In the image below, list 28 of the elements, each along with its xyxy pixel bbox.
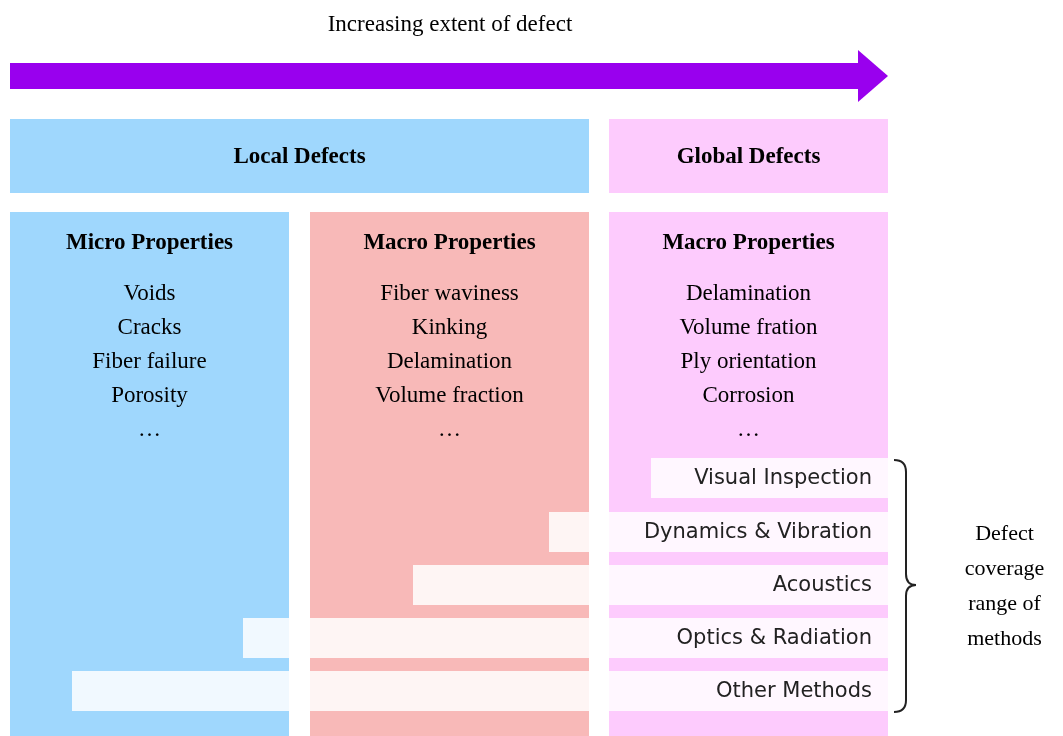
property-item: Fiber failure — [92, 347, 207, 375]
property-item: Cracks — [117, 313, 182, 341]
property-item: … — [138, 415, 161, 443]
category-header: Local Defects — [10, 119, 589, 193]
column-heading: Macro Properties — [662, 228, 835, 256]
property-column — [10, 212, 289, 736]
property-item: Kinking — [411, 313, 488, 341]
category-header: Global Defects — [609, 119, 888, 193]
property-item: Volume fraction — [375, 381, 524, 409]
column-heading: Micro Properties — [65, 228, 234, 256]
column-heading: Macro Properties — [363, 228, 536, 256]
arrow-caption: Increasing extent of defect — [326, 10, 574, 38]
property-item: … — [737, 415, 760, 443]
property-item: Voids — [123, 279, 176, 307]
property-item: … — [438, 415, 461, 443]
method-bar: Optics & Radiation — [243, 618, 888, 658]
property-item: Ply orientation — [680, 347, 817, 375]
method-bar: Dynamics & Vibration — [549, 512, 888, 552]
method-bar: Visual Inspection — [651, 458, 888, 498]
property-item: Delamination — [685, 279, 812, 307]
property-item: Fiber waviness — [380, 279, 519, 307]
bracket-note: Defect coverage range of methods — [946, 515, 1063, 655]
method-bar: Other Methods — [72, 671, 888, 711]
method-bar: Acoustics — [413, 565, 888, 605]
property-item: Delamination — [386, 347, 513, 375]
property-item: Volume fration — [679, 313, 818, 341]
property-item: Corrosion — [702, 381, 795, 409]
property-item: Porosity — [111, 381, 188, 409]
